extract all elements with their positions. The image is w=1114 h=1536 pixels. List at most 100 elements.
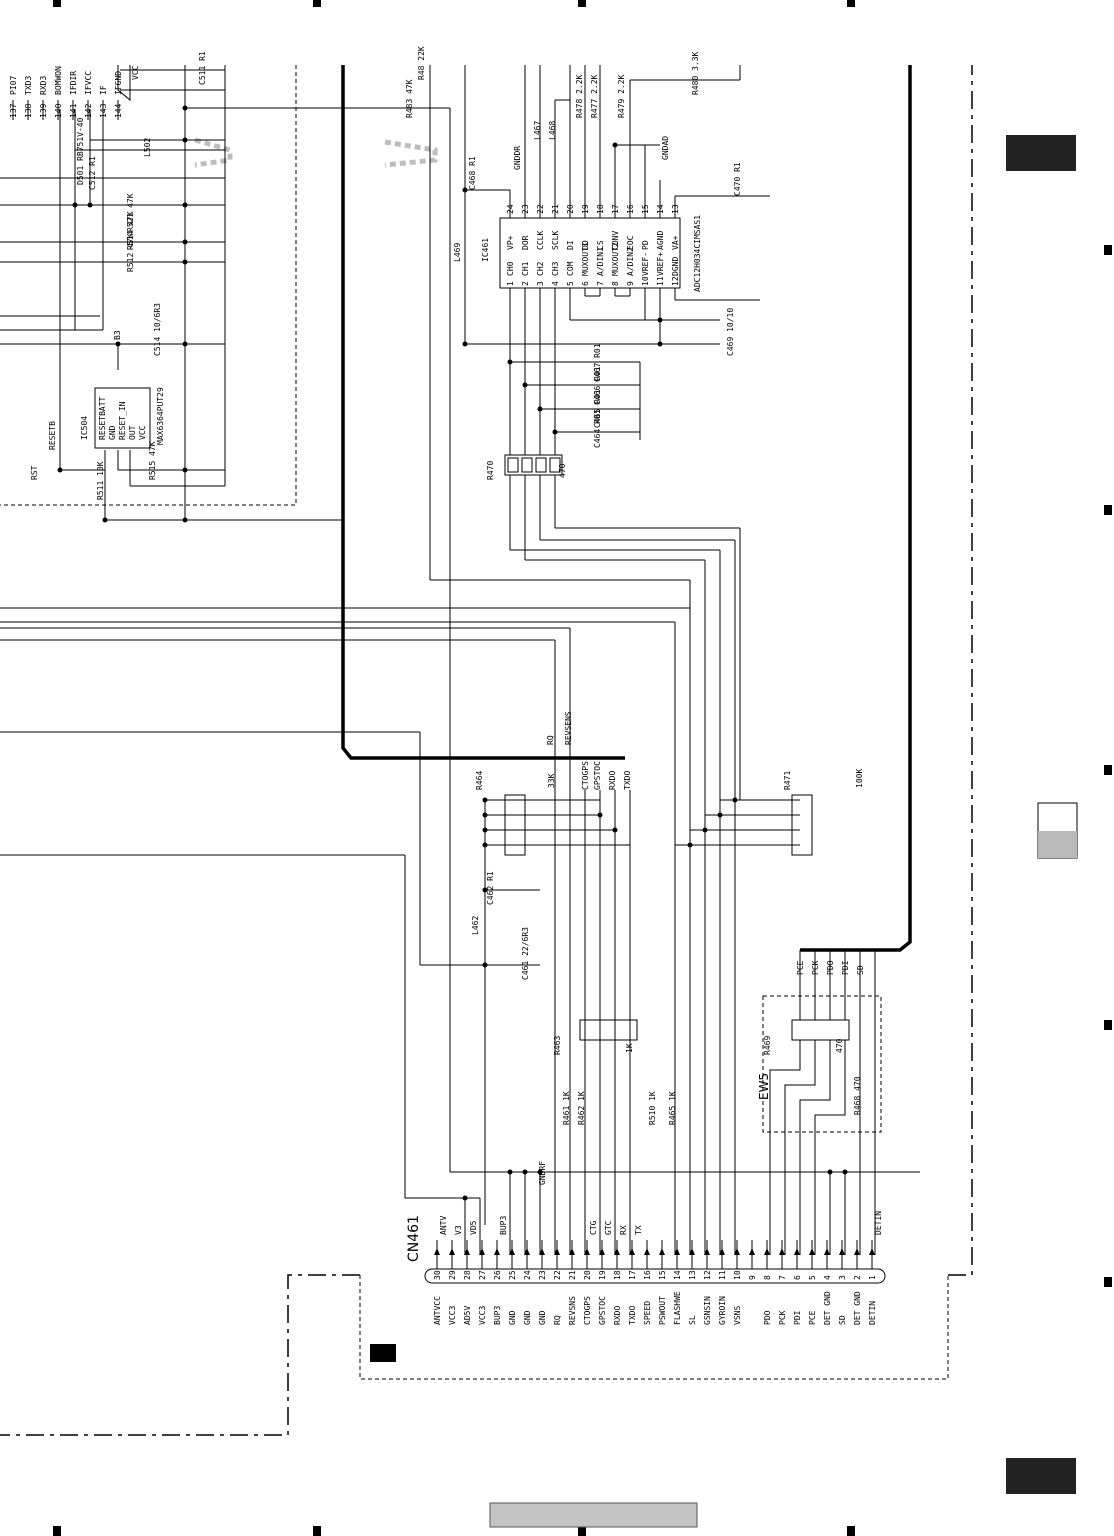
adc-pin-name: MUXOUT1 [581,242,590,276]
cn461-pin-name: PDI [793,1310,802,1325]
cn461-pin-number: 29 [448,1270,457,1280]
cn461-pin-arrow [569,1248,575,1255]
cn461-pin-name: DET GND [853,1291,862,1325]
resistor-array-ref: R464 [475,771,484,790]
inductor-label: L502 [143,138,152,157]
adc-pin-name: PD [641,240,650,250]
cn461-pin-arrow [479,1248,485,1255]
cn461-pin-name: PCE [808,1310,817,1325]
diode-label: D501 RB751V-40 [76,117,85,185]
bus-net-label: RQ [546,735,555,745]
adc-pin-number: 17 [611,204,620,214]
net-label: VCC [131,65,140,80]
cn461-pin-arrow [749,1248,755,1255]
cn461-pin-name: FLASHWE [673,1291,682,1325]
cn461-net-label: BUP3 [499,1216,508,1235]
capacitor-label: C465 R01 [593,389,602,428]
ground-label: GNDRF [538,1161,547,1185]
cn461-pin-number: 22 [553,1270,562,1280]
adc-pin-number: 3 [536,281,545,286]
resistor-array-ref: R463 [553,1036,562,1055]
bus-net-label: PDO [826,960,835,975]
capacitor-label: C470 R1 [733,162,742,196]
cpu-pin-number: 139 [39,103,48,118]
connector-pin-labels: 30ANTVCCANTV29VCC3V328AD5VVD527VCC326BUP… [433,1211,883,1325]
adc-pin-number: 21 [551,204,560,214]
adc-pin-number: 22 [536,204,545,214]
resistor-array-value: 470 [558,463,567,478]
cn461-pin-number: 8 [763,1275,772,1280]
cn461-pin-number: 7 [778,1275,787,1280]
registration-marks [53,0,1112,1536]
connector-ref: CN461 [406,1215,422,1262]
cn461-pin-arrow [839,1248,845,1255]
cpu-junctions [57,105,188,523]
cn461-pin-arrow [764,1248,770,1255]
adc-pin-name: VA+ [671,235,680,250]
bus-net-label: PCE [796,960,805,975]
capacitor-label: C462 R1 [486,871,495,905]
cn461-pin-arrow [509,1248,515,1255]
cn461-pin-name: AD5V [463,1306,472,1325]
adc-pin-name: A/DIN2 [626,247,635,276]
cn461-pin-name: DET GND [823,1291,832,1325]
cn461-pin-arrow [704,1248,710,1255]
inductor-label: L468 [548,121,557,140]
reset-ic-pin-name: RESETBATT [98,396,107,440]
net-label: EW5 [757,1073,771,1100]
adc-pin-number: 12 [671,276,680,286]
capacitor-label: C511 R1 [198,51,207,85]
resistor-label: R515 47K [148,441,157,480]
board-boundary [341,65,625,760]
cn461-body [424,1268,886,1284]
cn461-pin-number: 25 [508,1270,517,1280]
adc-input-caps [510,361,641,440]
cn461-pin-number: 9 [748,1275,757,1280]
adc-pin-number: 8 [611,281,620,286]
cn461-pin-number: 17 [628,1270,637,1280]
cn461-pin-arrow [644,1248,650,1255]
cn461-pin-arrow [464,1248,470,1255]
adc-pin-name: DI [566,240,575,250]
cn461-pin-arrow [794,1248,800,1255]
cpu-area-wires [59,65,343,521]
cn461-pin-number: 15 [658,1270,667,1280]
adc-pin-number: 15 [641,204,650,214]
adc-pin-name: CONV [611,231,620,250]
adc-pin-number: 23 [521,204,530,214]
adc-pin-number: 18 [596,204,605,214]
cn461-pin-arrow [824,1248,830,1255]
cn461-net-label: DETIN [874,1211,883,1235]
adc-pin-name: AGND [656,231,665,250]
cn461-net-label: TX [634,1225,643,1235]
adc-pin-name: CH2 [536,261,545,276]
cn461-pin-number: 12 [703,1270,712,1280]
resistor-array-ref: R471 [783,771,792,790]
cn461-pin-name: CTOGPS [583,1296,592,1325]
resistor-array-value: 470 [835,1038,844,1053]
cpu-pin-name: BOMWON [54,66,63,95]
cn461-pin-number: 27 [478,1270,487,1280]
resistor-label: R462 1K [577,1091,586,1125]
resistor-label: R483 47K [405,79,414,118]
adc-junctions [462,142,663,435]
cn461-pin-name: VSNS [733,1306,742,1325]
capacitor-label: C461 22/6R3 [521,927,530,980]
cn461-pin-arrow [494,1248,500,1255]
cn461-pin-number: 1 [868,1275,877,1280]
cn461-pin-number: 2 [853,1275,862,1280]
cn461-pin-arrow [869,1248,875,1255]
page-footer-bar [489,1502,698,1528]
cn461-pin-number: 10 [733,1270,742,1280]
adc-pin-name: COM [566,261,575,276]
cn461-pin-arrow [599,1248,605,1255]
r469-array [791,1019,850,1041]
adc-pin-name: DOR [521,235,530,250]
cn461-pin-arrow [584,1248,590,1255]
adc-pin-name: CS [596,240,605,250]
